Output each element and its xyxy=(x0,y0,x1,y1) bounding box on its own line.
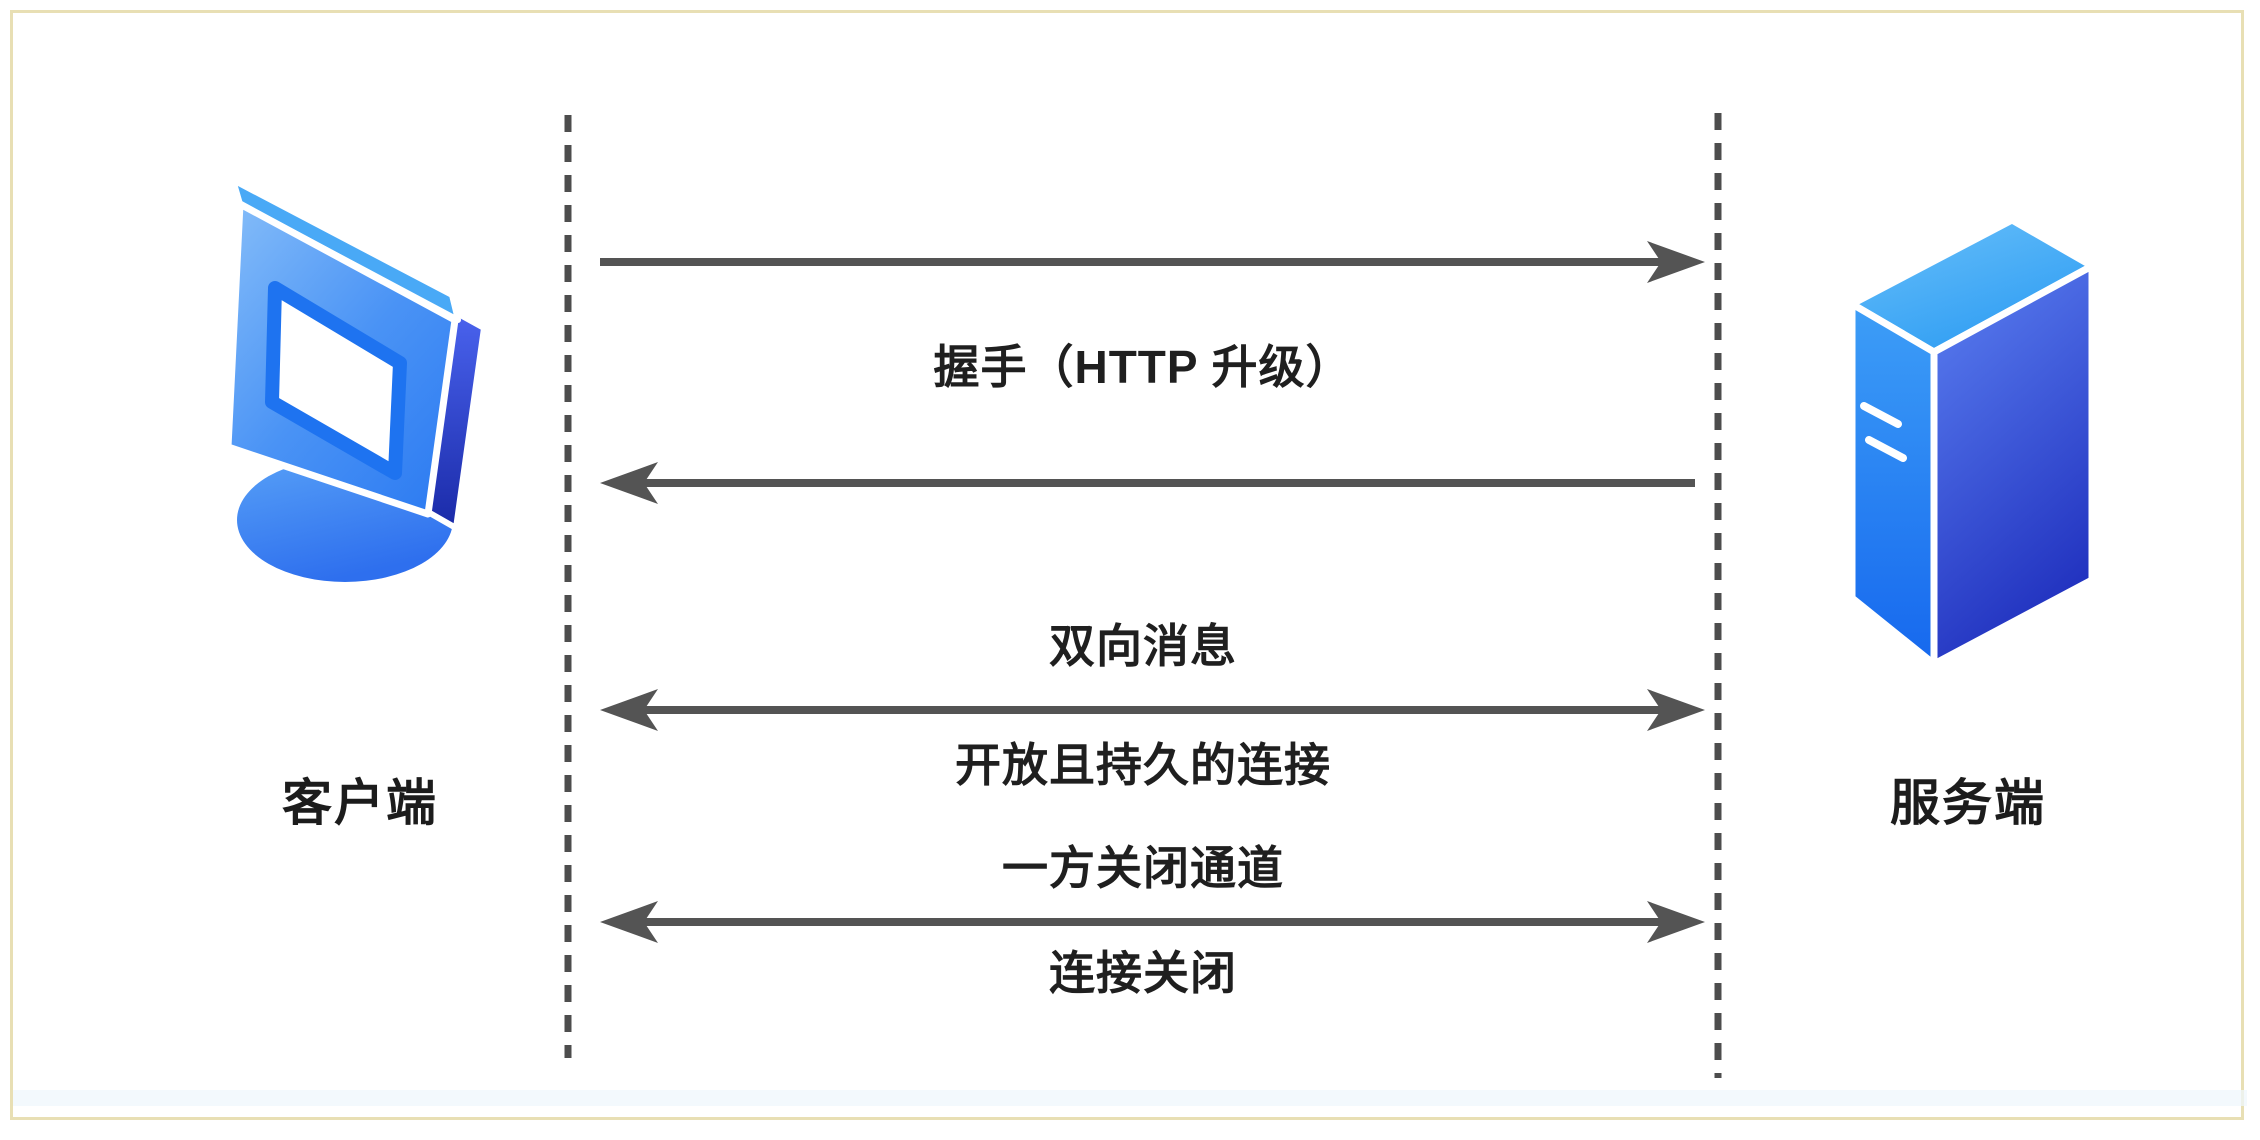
server-label: 服务端 xyxy=(1890,775,2046,831)
label-bidirectional-messages: 双向消息 xyxy=(1049,620,1237,672)
server-tower-icon xyxy=(1848,216,2096,668)
label-persistent-connection: 开放且持久的连接 xyxy=(955,739,1331,791)
arrow-close-channel xyxy=(600,901,1705,943)
label-handshake: 握手（HTTP 升级） xyxy=(933,341,1353,393)
client-monitor-icon xyxy=(224,177,487,582)
bottom-tint-band xyxy=(13,1090,2247,1106)
client-label: 客户端 xyxy=(282,775,438,831)
arrow-handshake-response xyxy=(600,462,1695,504)
label-close-channel: 一方关闭通道 xyxy=(1002,842,1284,894)
arrow-bidirectional-messages xyxy=(600,689,1705,731)
label-connection-closed: 连接关闭 xyxy=(1049,947,1237,999)
arrow-handshake-request xyxy=(600,241,1705,283)
